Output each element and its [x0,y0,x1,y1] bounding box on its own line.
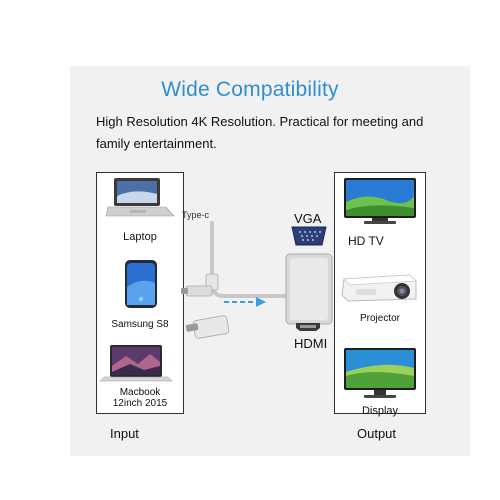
smartphone-icon [125,260,157,308]
macbook-label-line1: Macbook [119,387,161,398]
hdmi-label: HDMI [294,336,328,351]
hd-tv-label: HD TV [348,234,384,248]
laptop-label: Laptop [123,231,157,243]
monitor-icon [344,348,416,398]
display-label: Display [361,405,399,417]
adapter-icon [181,221,333,339]
hdmi-port-icon [296,323,320,331]
page-title: Wide Compatibility [161,78,339,101]
type-c-label: Type-c [182,210,210,220]
macbook-label-line2: 12inch 2015 [112,398,168,409]
arrow-right-icon [224,297,266,307]
input-column-label: Input [110,426,139,441]
tv-icon [344,178,416,224]
projector-icon [341,274,417,302]
projector-label: Projector [359,313,400,324]
macbook-icon [99,345,173,382]
vga-port-icon [291,226,327,246]
description-text: High Resolution 4K Resolution. Practical… [96,114,424,151]
vga-label: VGA [294,211,322,226]
output-column-label: Output [357,426,397,441]
laptop-icon [105,178,175,217]
samsung-s8-label: Samsung S8 [111,319,169,330]
